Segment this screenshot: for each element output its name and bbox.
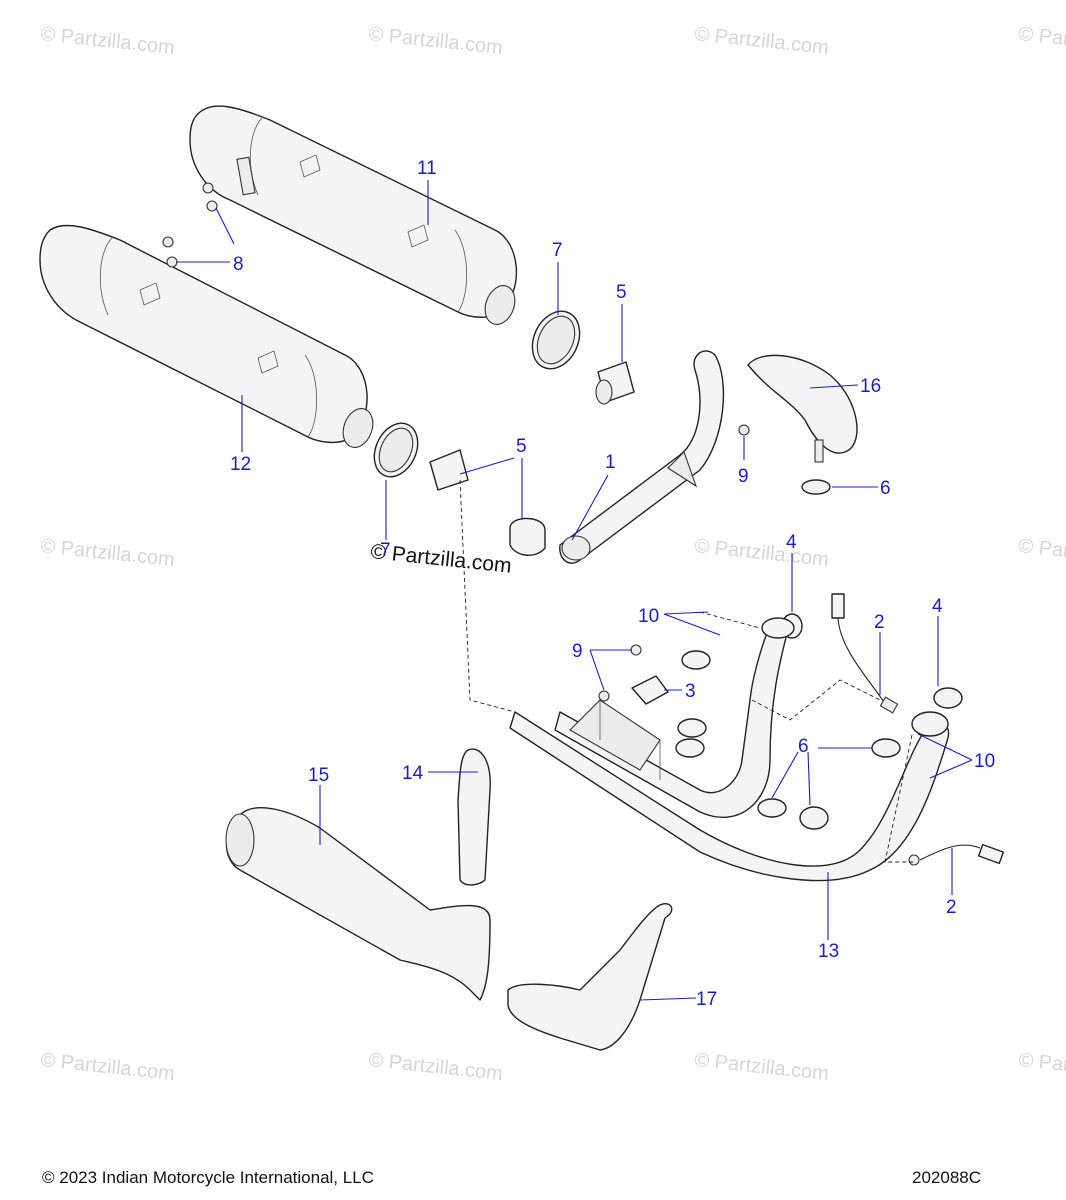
bolts-part-8 [162, 182, 218, 268]
callout-4: 4 [786, 532, 797, 553]
callout-6: 6 [880, 478, 891, 499]
clamp-part-5 [429, 361, 635, 556]
callout-5: 5 [516, 436, 527, 457]
watermark: © Partzilla.com [693, 1049, 829, 1085]
callout-7: 7 [380, 540, 391, 561]
heat-shield-part-16 [747, 354, 858, 463]
muffler-upper-part-11 [189, 105, 518, 325]
callout-9: 9 [738, 466, 749, 487]
watermark: © Partzilla.com [693, 23, 829, 59]
callout-15: 15 [308, 765, 329, 786]
watermark: © Partzilla.com [39, 1049, 175, 1085]
watermark: © Partzilla.com [367, 1049, 503, 1085]
callout-10: 10 [974, 751, 995, 772]
assembly-lines [459, 479, 914, 863]
callout-2: 2 [874, 612, 885, 633]
copyright-notice: © 2023 Indian Motorcycle International, … [42, 1168, 374, 1187]
clamp-ring-part-7 [373, 310, 581, 478]
watermark: © Partzilla.com [39, 23, 175, 59]
callout-1: 1 [605, 452, 616, 473]
callout-4: 4 [932, 596, 943, 617]
heat-shield-part-15 [225, 807, 491, 1001]
leader-lines [176, 180, 973, 1001]
watermark: © Partzilla.com [1017, 1049, 1066, 1085]
gasket-part-4 [781, 613, 963, 709]
o2-sensor-part-2 [831, 593, 1005, 866]
callout-16: 16 [860, 376, 881, 397]
small-hardware [598, 424, 901, 830]
watermark: © Partzilla.com [1017, 535, 1066, 571]
callout-10: 10 [638, 606, 659, 627]
watermark: © Partzilla.com [1017, 23, 1066, 59]
callout-13: 13 [818, 941, 839, 962]
header-assembly-part-13 [509, 617, 950, 882]
muffler-lower-part-12 [39, 224, 374, 448]
callout-6: 6 [798, 736, 809, 757]
bracket-part-3 [631, 675, 669, 705]
callout-11: 11 [417, 158, 437, 179]
watermark: © Partzilla.com [39, 535, 175, 571]
callout-12: 12 [230, 454, 251, 475]
callout-3: 3 [685, 681, 696, 702]
callout-2: 2 [946, 897, 957, 918]
pipe-shield-part-14 [457, 748, 491, 886]
head-pipe-part-1 [559, 350, 725, 564]
callout-17: 17 [696, 989, 717, 1010]
diagram-id: 202088C [912, 1168, 982, 1187]
heat-shield-part-17 [507, 903, 673, 1051]
watermarks: © Partzilla.com © Partzilla.com © Partzi… [39, 23, 1066, 1085]
watermark: © Partzilla.com [367, 23, 503, 59]
callout-9: 9 [572, 641, 583, 662]
callout-5: 5 [616, 282, 627, 303]
watermark: © Partzilla.com [693, 535, 829, 571]
callout-8: 8 [233, 254, 244, 275]
callout-7: 7 [552, 240, 563, 261]
callout-14: 14 [402, 763, 424, 784]
watermark-center: © Partzilla.com [369, 540, 512, 578]
callouts: 11 8 7 5 16 5 1 9 12 6 7 4 10 4 2 9 3 6 … [230, 158, 995, 1010]
